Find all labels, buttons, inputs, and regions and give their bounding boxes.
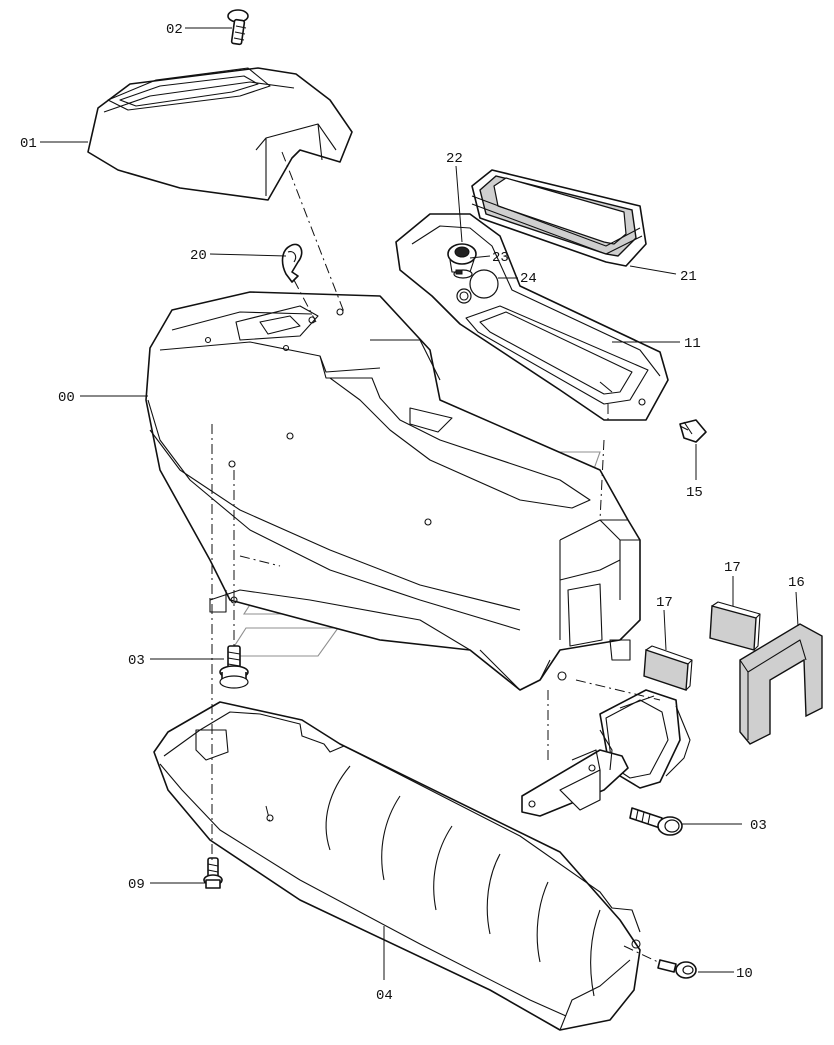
callout-16: 16 [788, 575, 805, 591]
foam-pad-part-17-b [643, 645, 693, 691]
tray-part-21 [471, 169, 647, 267]
u-cushion-part-16 [739, 623, 823, 745]
bolt-part-03-left [219, 645, 249, 689]
screw-part-15 [679, 419, 707, 443]
lower-cover-part-04 [153, 701, 641, 1031]
lighter-part-22-23 [447, 243, 477, 279]
clamp-part-20 [281, 243, 303, 283]
callout-15: 15 [686, 485, 703, 501]
callout-03-right: 03 [750, 818, 767, 834]
callout-00: 00 [58, 390, 75, 406]
shift-panel-part-11 [395, 213, 669, 421]
bolt-part-03-right [629, 807, 683, 836]
foam-pad-part-17-a [709, 601, 761, 651]
callout-22: 22 [446, 151, 463, 167]
callout-23: 23 [492, 250, 509, 266]
callout-17-lower: 17 [656, 595, 673, 611]
callout-02: 02 [166, 22, 183, 38]
callout-11: 11 [684, 336, 701, 352]
screw-part-02 [227, 9, 249, 46]
upper-cover-part-01 [87, 67, 353, 201]
bracket-assembly [521, 689, 691, 817]
screw-part-09 [203, 857, 223, 889]
leader-lines [40, 27, 799, 980]
callout-21: 21 [680, 269, 697, 285]
callout-01: 01 [20, 136, 37, 152]
assembly-center-lines [211, 151, 661, 963]
callout-10: 10 [736, 966, 753, 982]
callout-24: 24 [520, 271, 537, 287]
callout-20: 20 [190, 248, 207, 264]
screw-part-10 [657, 959, 697, 979]
callout-04: 04 [376, 988, 393, 1004]
callout-09: 09 [128, 877, 145, 893]
callout-17-upper: 17 [724, 560, 741, 576]
callout-03-left: 03 [128, 653, 145, 669]
